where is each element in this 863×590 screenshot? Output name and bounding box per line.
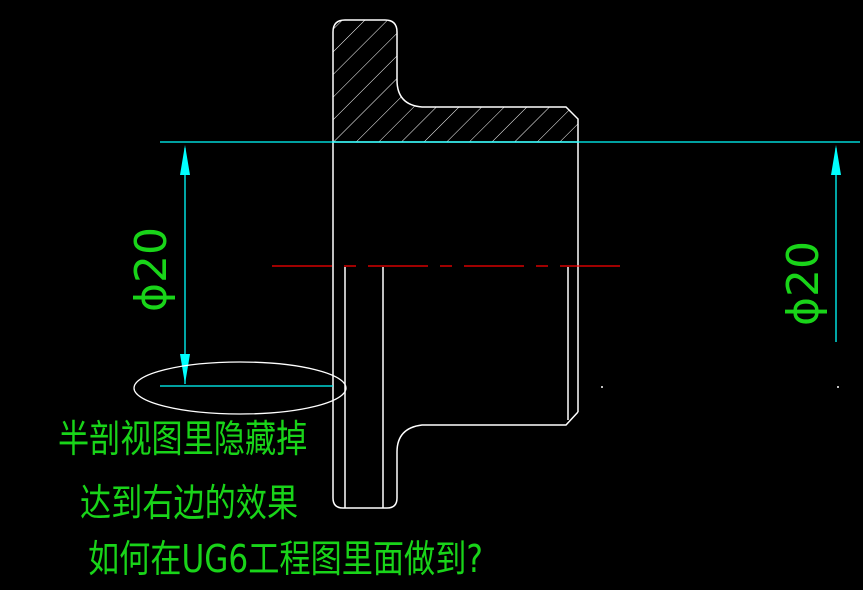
highlight-ellipse xyxy=(133,361,347,415)
arrow-right-top xyxy=(831,145,841,175)
dimension-text-left: ϕ20 xyxy=(126,227,177,312)
annotation-line-2: 达到右边的效果 xyxy=(80,481,299,525)
dimension-lines xyxy=(160,141,860,387)
dot-marker xyxy=(837,386,839,388)
dot-marker xyxy=(601,386,603,388)
annotation-line-3: 如何在UG6工程图里面做到? xyxy=(88,537,483,581)
dimension-text-right: ϕ20 xyxy=(778,241,829,326)
annotation-line-1: 半剖视图里隐藏掉 xyxy=(58,417,308,461)
part-outline xyxy=(332,142,579,509)
dimension-arrows xyxy=(180,145,841,384)
section-hatch-area xyxy=(332,19,579,143)
arrow-left-bottom xyxy=(180,354,190,384)
arrow-left-top xyxy=(180,145,190,175)
lower-outline xyxy=(332,411,579,509)
